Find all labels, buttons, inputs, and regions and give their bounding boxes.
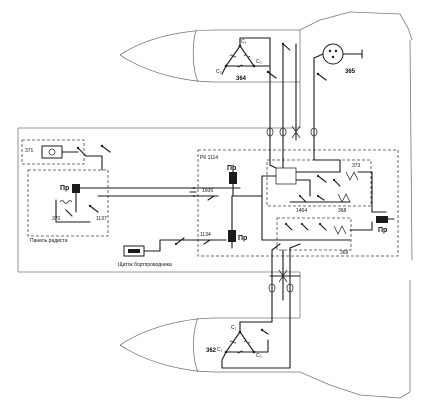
- radio-operator-panel-box: [27, 169, 109, 237]
- unit-362: С₁ С₂ С₃ 362: [206, 299, 291, 369]
- rk-label: РК 1114: [200, 155, 218, 161]
- c3-label: С₃: [256, 59, 262, 65]
- device-371-box: [21, 139, 85, 165]
- flight-attendant-shield: Щиток бортпроводника: [118, 237, 201, 268]
- label-371: 371: [25, 148, 34, 154]
- c2-label: С₂: [216, 69, 222, 75]
- unit-365: 365: [322, 43, 363, 75]
- label-1464: 1464: [296, 208, 307, 214]
- label-362: 362: [206, 348, 217, 354]
- unit-364: С₁ С₂ С₃ 364: [216, 37, 271, 82]
- upper-switches: [266, 42, 327, 81]
- relay-block-lower: 369 Пр: [279, 216, 395, 256]
- interconnects: [269, 159, 341, 257]
- label-365: 365: [345, 69, 356, 75]
- c3b-label: С₃: [256, 353, 262, 359]
- c2b-label: С₂: [217, 347, 223, 353]
- c1-label: С₁: [241, 39, 247, 45]
- label-364: 364: [236, 76, 247, 82]
- aircraft-outline: [17, 11, 413, 399]
- c1b-label: С₁: [231, 325, 237, 331]
- label-1134: 1134: [200, 232, 211, 238]
- pr-label-4: Пр: [378, 227, 387, 234]
- relay-box-lower: [276, 217, 352, 251]
- pr-label-2: Пр: [227, 165, 236, 172]
- shield-label: Щиток бортпроводника: [118, 262, 172, 268]
- device-371: 371: [25, 144, 111, 171]
- panel-label: Панель радиста: [30, 238, 68, 244]
- lower-cables: [268, 255, 301, 323]
- main-bus-lines: [97, 187, 241, 197]
- label-369: 369: [340, 250, 349, 256]
- upper-cables: [261, 37, 324, 166]
- label-370: 370: [52, 216, 61, 222]
- pr-label-3: Пр: [238, 235, 247, 242]
- label-1606: 1606: [202, 188, 213, 194]
- rk-unit-box: [197, 149, 399, 257]
- enclosures: [21, 139, 399, 257]
- radio-operator-panel: Пр 370 1137 Панель радиста: [30, 184, 107, 244]
- label-373: 373: [352, 163, 361, 169]
- label-368: 368: [338, 208, 347, 214]
- rk-unit: РК 1114 Пр 1606 Пр 1134: [199, 155, 263, 249]
- pr-label-1: Пр: [60, 185, 69, 192]
- relay-block-upper: 373 1464 368: [261, 163, 387, 241]
- label-1137: 1137: [96, 216, 107, 222]
